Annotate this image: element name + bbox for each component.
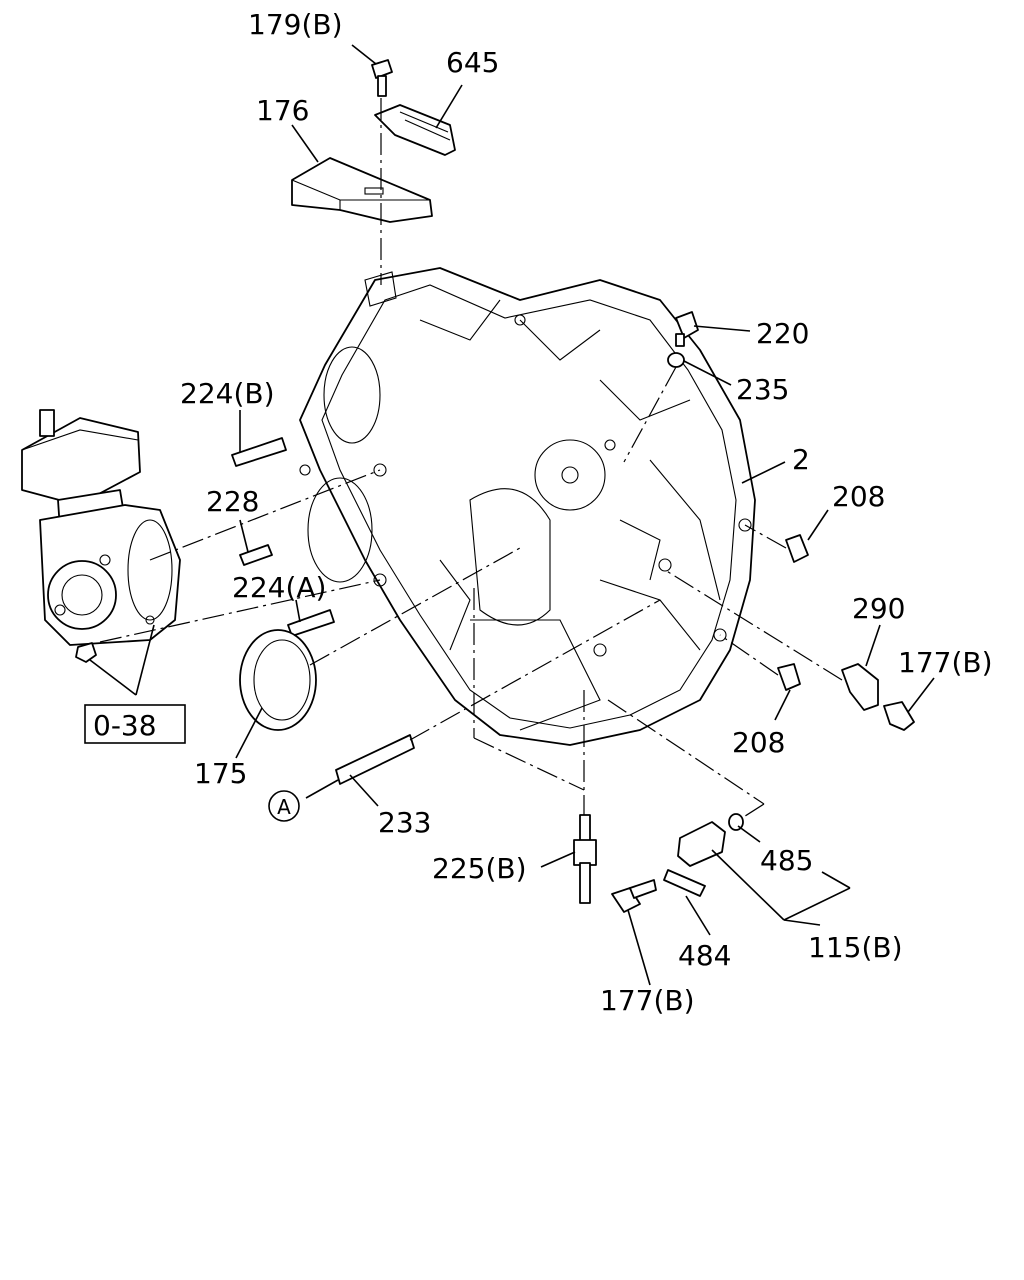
- callout-115b: 115(B): [808, 931, 903, 964]
- o-ring-235: [667, 352, 685, 368]
- callout-179b-top: 179(B): [248, 8, 343, 41]
- callout-225b: 225(B): [432, 852, 527, 885]
- callout-228: 228: [206, 485, 259, 518]
- flywheel-housing: [299, 267, 756, 746]
- plug-220: [675, 311, 699, 347]
- bolt-177b-right: [883, 701, 915, 731]
- assembly-lines: [99, 98, 843, 819]
- callout-2: 2: [792, 443, 810, 476]
- callout-labels: 179(B) 645 176 220 235 2 208 224(B) 228 …: [84, 8, 993, 1017]
- callout-235: 235: [736, 373, 789, 406]
- callout-220: 220: [756, 317, 809, 350]
- stud-224b: [231, 437, 287, 467]
- callout-484: 484: [678, 939, 731, 972]
- bolt-177b-bottom: [611, 879, 657, 913]
- circle-a-marker: [268, 790, 300, 822]
- callout-290: 290: [852, 592, 905, 625]
- circle-a-label: A: [277, 795, 291, 819]
- sensor-225b: [573, 814, 597, 904]
- callout-208-upper: 208: [832, 480, 885, 513]
- plate-484: [663, 869, 706, 897]
- callout-224b: 224(B): [180, 377, 275, 410]
- callout-177b-bottom: 177(B): [600, 984, 695, 1017]
- clip-645: [374, 104, 456, 156]
- leader-lines: [89, 44, 935, 986]
- stud-224a: [287, 609, 335, 637]
- stud-233: [335, 734, 415, 785]
- dowel-228: [239, 544, 273, 566]
- part-290: [841, 663, 879, 711]
- callout-485: 485: [760, 844, 813, 877]
- callout-645: 645: [446, 46, 499, 79]
- bolt-179b-top: [371, 59, 393, 97]
- bracket-176: [291, 157, 433, 223]
- callout-175: 175: [194, 757, 247, 790]
- dowel-208-lower: [777, 663, 801, 691]
- callout-177b-right: 177(B): [898, 646, 993, 679]
- dowel-208-upper: [785, 534, 809, 563]
- reference-box: [84, 704, 186, 744]
- air-compressor: [21, 409, 181, 663]
- oil-seal-175: [239, 629, 317, 731]
- callout-224a: 224(A): [232, 571, 326, 604]
- sensor-assembly-115b: [677, 813, 744, 867]
- callout-233: 233: [378, 806, 431, 839]
- callout-176: 176: [256, 94, 309, 127]
- callout-208-lower: 208: [732, 726, 785, 759]
- reference-0-38: 0-38: [93, 709, 157, 742]
